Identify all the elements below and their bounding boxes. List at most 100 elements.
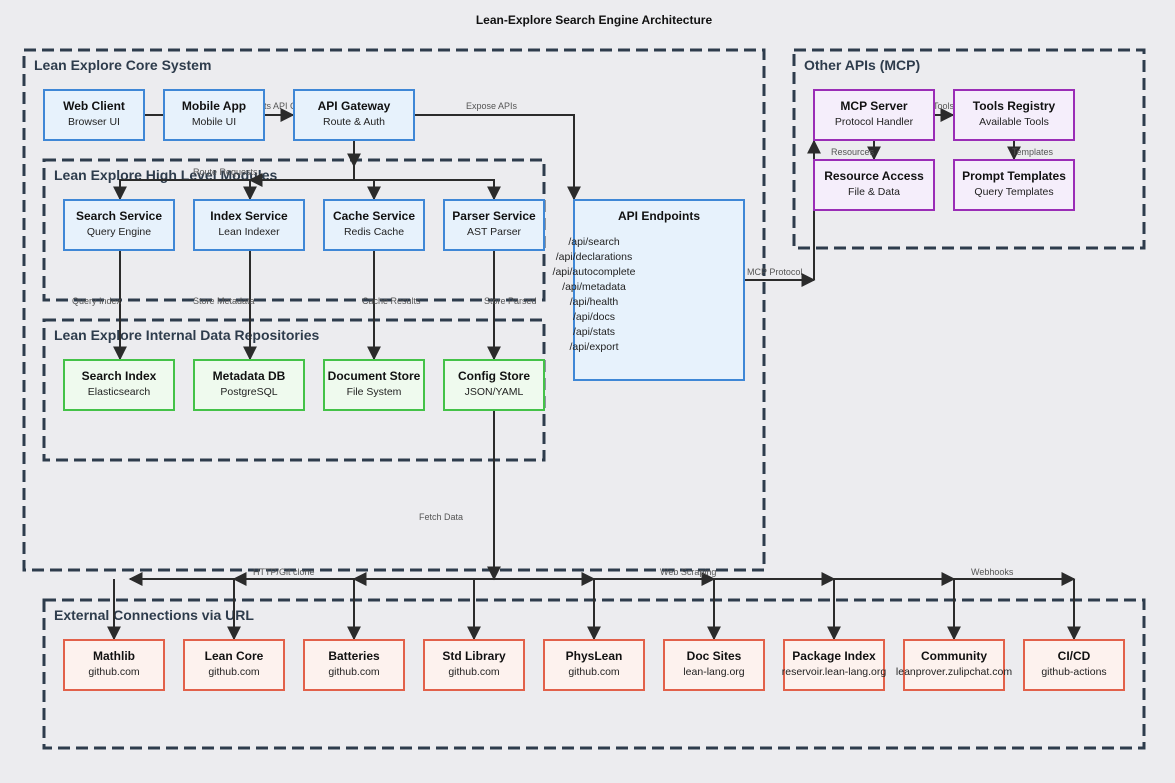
endpoint-declarations: /api/declarations bbox=[556, 251, 632, 263]
node-mathlib[interactable]: Mathlib github.com bbox=[63, 639, 165, 691]
node-search-index[interactable]: Search Index Elasticsearch bbox=[63, 359, 175, 411]
parser-service-sub: AST Parser bbox=[467, 226, 522, 238]
index-service-title: Index Service bbox=[210, 209, 288, 223]
document-store-title: Document Store bbox=[328, 369, 421, 383]
label-requests: Requests API Calls bbox=[233, 101, 311, 111]
node-api-endpoints[interactable]: API Endpoints /api/search /api/declarati… bbox=[553, 199, 745, 381]
endpoint-export: /api/export bbox=[569, 341, 618, 353]
std-library-title: Std Library bbox=[442, 649, 506, 663]
std-library-sub: github.com bbox=[448, 666, 500, 678]
node-std-library[interactable]: Std Library github.com bbox=[423, 639, 525, 691]
physlean-title: PhysLean bbox=[566, 649, 623, 663]
community-sub: leanprover.zulipchat.com bbox=[896, 666, 1012, 678]
community-title: Community bbox=[921, 649, 987, 663]
cache-service-title: Cache Service bbox=[333, 209, 415, 223]
node-metadata-db[interactable]: Metadata DB PostgreSQL bbox=[193, 359, 305, 411]
lean-core-title: Lean Core bbox=[205, 649, 264, 663]
cluster-mcp: Other APIs (MCP) bbox=[792, 48, 1146, 250]
index-service-sub: Lean Indexer bbox=[218, 226, 280, 238]
node-resource-access[interactable]: Resource Access File & Data bbox=[813, 159, 935, 211]
edge-to-parser-service bbox=[354, 179, 501, 201]
edge-gateway-endpoints bbox=[414, 114, 581, 201]
label-fetch-data: Fetch Data bbox=[419, 512, 463, 522]
node-cache-service[interactable]: Cache Service Redis Cache bbox=[323, 199, 425, 251]
node-api-gateway[interactable]: API Gateway Route & Auth bbox=[293, 89, 415, 141]
cluster-repos-label: Lean Explore Internal Data Repositories bbox=[54, 327, 320, 343]
web-client-sub: Browser UI bbox=[68, 116, 120, 128]
node-batteries[interactable]: Batteries github.com bbox=[303, 639, 405, 691]
label-mcp-protocol: MCP Protocol bbox=[747, 267, 802, 277]
config-store-title: Config Store bbox=[458, 369, 530, 383]
cluster-external-label: External Connections via URL bbox=[54, 607, 254, 623]
resource-access-title: Resource Access bbox=[824, 169, 924, 183]
label-tools: Tools bbox=[933, 101, 955, 111]
node-mcp-server[interactable]: MCP Server Protocol Handler bbox=[813, 89, 935, 141]
cluster-mcp-label: Other APIs (MCP) bbox=[804, 57, 920, 73]
node-document-store[interactable]: Document Store File System bbox=[323, 359, 425, 411]
cache-service-sub: Redis Cache bbox=[344, 226, 404, 238]
label-store-metadata: Store Metadata bbox=[193, 296, 255, 306]
node-package-index[interactable]: Package Index reservoir.lean-lang.org bbox=[782, 639, 887, 691]
search-service-sub: Query Engine bbox=[87, 226, 151, 238]
prompt-templates-title: Prompt Templates bbox=[962, 169, 1066, 183]
doc-sites-title: Doc Sites bbox=[687, 649, 742, 663]
batteries-title: Batteries bbox=[328, 649, 380, 663]
mcp-server-title: MCP Server bbox=[840, 99, 907, 113]
batteries-sub: github.com bbox=[328, 666, 380, 678]
node-index-service[interactable]: Index Service Lean Indexer bbox=[193, 199, 305, 251]
label-webhooks: Webhooks bbox=[971, 567, 1014, 577]
package-index-sub: reservoir.lean-lang.org bbox=[782, 666, 887, 678]
node-tools-registry[interactable]: Tools Registry Available Tools bbox=[953, 89, 1075, 141]
metadata-db-title: Metadata DB bbox=[213, 369, 286, 383]
cicd-sub: github-actions bbox=[1041, 666, 1106, 678]
node-cicd[interactable]: CI/CD github-actions bbox=[1023, 639, 1125, 691]
node-community[interactable]: Community leanprover.zulipchat.com bbox=[896, 639, 1012, 691]
label-query-index: Query Index bbox=[72, 296, 122, 306]
node-search-service[interactable]: Search Service Query Engine bbox=[63, 199, 175, 251]
resource-access-sub: File & Data bbox=[848, 186, 900, 198]
doc-sites-sub: lean-lang.org bbox=[683, 666, 744, 678]
label-cache-results: Cache Results bbox=[362, 296, 421, 306]
node-mobile-app[interactable]: Mobile App Mobile UI bbox=[163, 89, 265, 141]
node-web-client[interactable]: Web Client Browser UI bbox=[43, 89, 145, 141]
node-config-store[interactable]: Config Store JSON/YAML bbox=[443, 359, 545, 411]
physlean-sub: github.com bbox=[568, 666, 620, 678]
node-parser-service[interactable]: Parser Service AST Parser bbox=[443, 199, 545, 251]
cluster-core-label: Lean Explore Core System bbox=[34, 57, 211, 73]
label-web-scraping: Web Scraping bbox=[660, 567, 716, 577]
node-lean-core[interactable]: Lean Core github.com bbox=[183, 639, 285, 691]
endpoint-stats: /api/stats bbox=[573, 326, 615, 338]
api-gateway-title: API Gateway bbox=[318, 99, 391, 113]
search-service-title: Search Service bbox=[76, 209, 162, 223]
endpoint-autocomplete: /api/autocomplete bbox=[553, 266, 636, 278]
endpoint-docs: /api/docs bbox=[573, 311, 615, 323]
metadata-db-sub: PostgreSQL bbox=[220, 386, 277, 398]
node-prompt-templates[interactable]: Prompt Templates Query Templates bbox=[953, 159, 1075, 211]
diagram-title: Lean-Explore Search Engine Architecture bbox=[476, 13, 713, 27]
web-client-title: Web Client bbox=[63, 99, 125, 113]
mcp-server-sub: Protocol Handler bbox=[835, 116, 914, 128]
search-index-title: Search Index bbox=[82, 369, 157, 383]
tools-registry-sub: Available Tools bbox=[979, 116, 1049, 128]
mathlib-sub: github.com bbox=[88, 666, 140, 678]
label-expose: Expose APIs bbox=[466, 101, 518, 111]
endpoint-metadata: /api/metadata bbox=[562, 281, 626, 293]
label-route-requests: Route Requests bbox=[193, 167, 258, 177]
endpoint-health: /api/health bbox=[570, 296, 619, 308]
document-store-sub: File System bbox=[347, 386, 402, 398]
node-doc-sites[interactable]: Doc Sites lean-lang.org bbox=[663, 639, 765, 691]
search-index-sub: Elasticsearch bbox=[88, 386, 151, 398]
api-endpoints-title: API Endpoints bbox=[618, 209, 700, 223]
mathlib-title: Mathlib bbox=[93, 649, 135, 663]
package-index-title: Package Index bbox=[792, 649, 876, 663]
prompt-templates-sub: Query Templates bbox=[974, 186, 1053, 198]
node-physlean[interactable]: PhysLean github.com bbox=[543, 639, 645, 691]
edge-labels: Requests API Calls Expose APIs Route Req… bbox=[72, 101, 1054, 577]
api-gateway-sub: Route & Auth bbox=[323, 116, 385, 128]
mobile-app-sub: Mobile UI bbox=[192, 116, 236, 128]
tools-registry-title: Tools Registry bbox=[973, 99, 1056, 113]
cicd-title: CI/CD bbox=[1058, 649, 1091, 663]
cluster-core: Lean Explore Core System bbox=[22, 48, 766, 572]
label-http-clone: HTTP/Git clone bbox=[253, 567, 315, 577]
mobile-app-title: Mobile App bbox=[182, 99, 246, 113]
